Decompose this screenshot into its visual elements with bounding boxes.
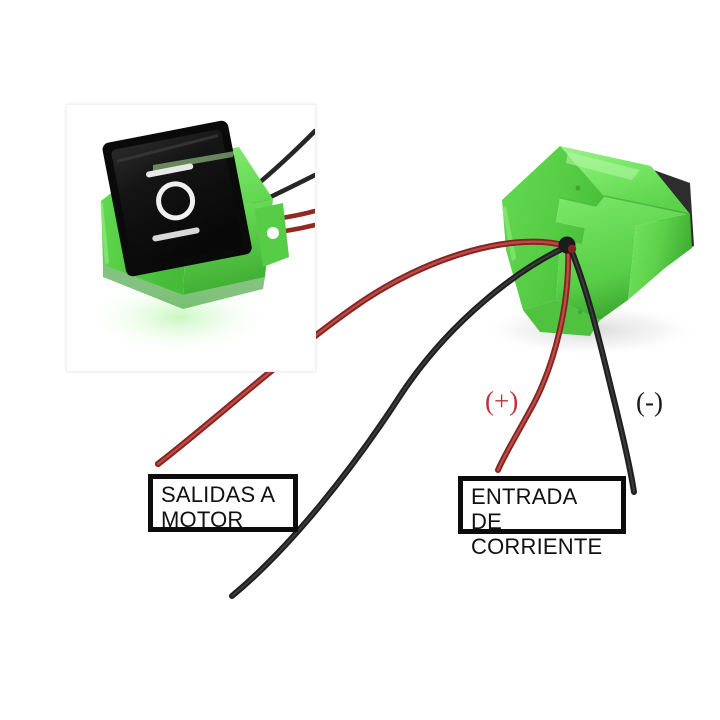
wire-motor-black-highlight [231, 246, 567, 597]
inset-highlight-left [100, 203, 109, 265]
polarity-marker-negative: (-) [636, 387, 663, 417]
switch-edge-highlight [502, 206, 516, 262]
wire-motor-red-highlight [156, 240, 568, 466]
inset-rocker-paddle-edge [116, 134, 219, 163]
inset-mounting-hole [267, 227, 279, 239]
switch-front-face [556, 196, 690, 320]
switch-seam [603, 195, 691, 215]
switch-highlight [566, 152, 640, 180]
wire-supply-positive-highlight [496, 246, 570, 472]
inset-highlight-top [153, 151, 235, 171]
switch-dimple-top [575, 185, 581, 191]
inset-illustration [67, 105, 315, 371]
label-salidas-a-motor: SALIDAS A MOTOR [148, 474, 298, 532]
inset-rocker-dash-bottom [152, 227, 200, 242]
inset-rocker-face[interactable] [111, 129, 244, 268]
wire-junction-knot-red [567, 244, 577, 254]
polarity-marker-positive: (+) [485, 386, 519, 416]
inset-rocker-circle [156, 181, 196, 221]
switch-dimple-bottom [577, 309, 583, 315]
label-entrada-de-corriente: ENTRADA DE CORRIENTE [458, 476, 626, 559]
wire-bundle [154, 236, 637, 599]
switch-seam-2 [559, 195, 605, 207]
inset-bottom-shade [103, 265, 265, 309]
inset-closeup-photo [66, 104, 316, 372]
inset-rocker-assembly[interactable] [101, 120, 253, 278]
wire-supply-negative-highlight [569, 246, 635, 493]
inset-rocker-dash-top [146, 163, 194, 178]
switch-right-face [628, 214, 692, 300]
